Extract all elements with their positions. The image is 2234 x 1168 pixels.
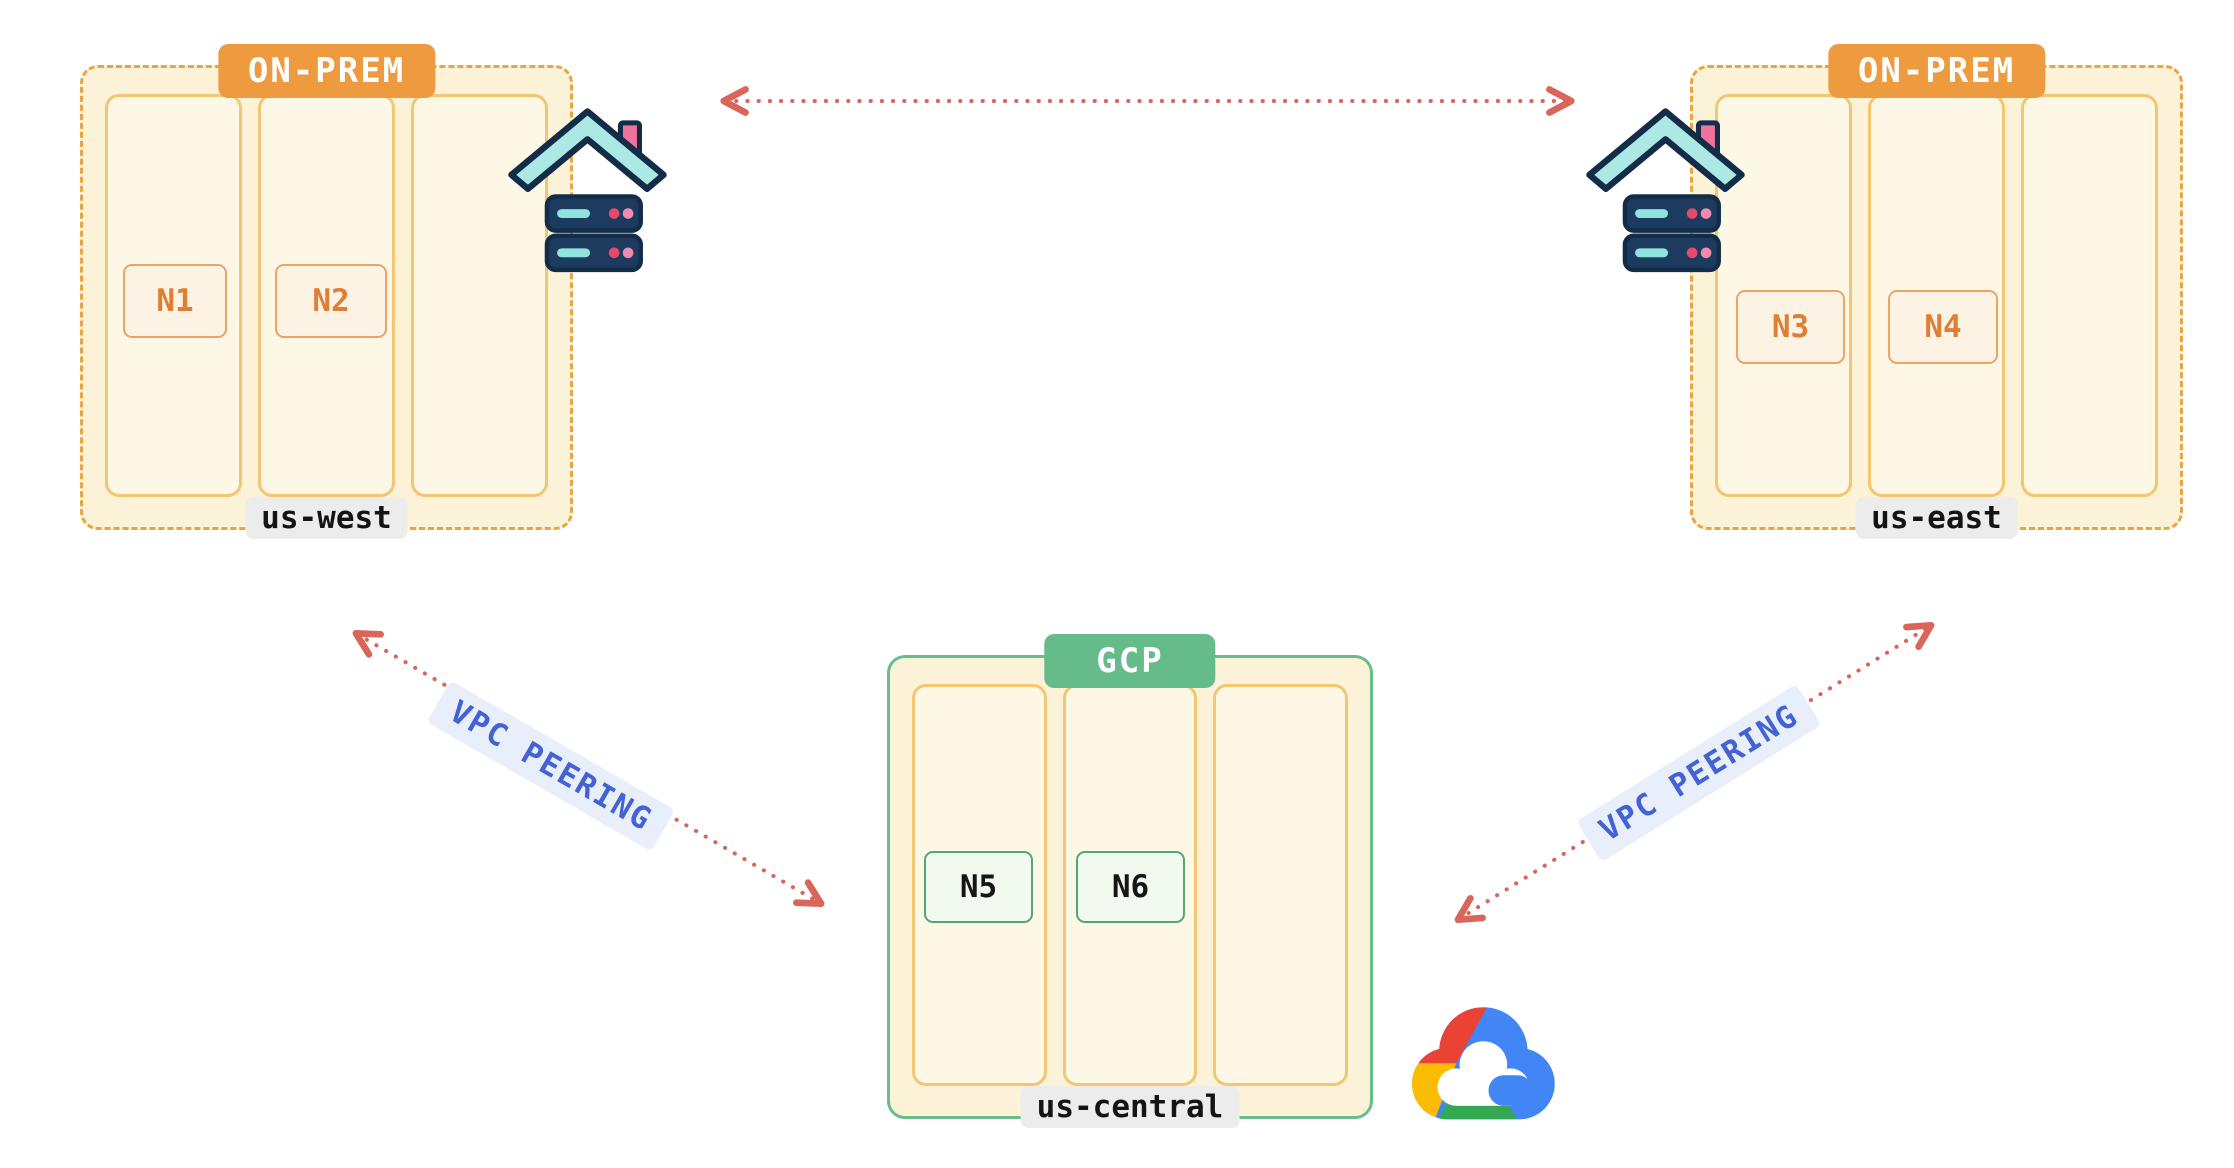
rack-column	[2021, 94, 2158, 497]
vpc-peering-label-west: VPC PEERING	[426, 680, 676, 852]
cluster-us-central: GCP N5 N6 us-central	[887, 634, 1373, 1128]
provider-label-east: ON-PREM	[1827, 44, 2046, 98]
provider-label-gcp: GCP	[1044, 634, 1216, 688]
node-n1: N1	[123, 264, 227, 338]
vpc-peering-label-east: VPC PEERING	[1576, 683, 1822, 863]
region-label-us-west: us-west	[245, 497, 408, 539]
node-n4: N4	[1888, 290, 1998, 364]
node-n5: N5	[924, 851, 1033, 923]
region-label-us-east: us-east	[1855, 497, 2018, 539]
gcp-cloud-icon	[1395, 990, 1565, 1140]
onprem-datacenter-icon	[1583, 95, 1748, 275]
region-label-us-central: us-central	[1020, 1086, 1240, 1128]
node-n3: N3	[1736, 290, 1845, 364]
node-n6: N6	[1076, 851, 1185, 923]
node-n2: N2	[275, 264, 387, 338]
provider-label-west: ON-PREM	[217, 44, 436, 98]
rack-column	[1213, 684, 1349, 1086]
cluster-us-west: ON-PREM N1 N2 us-west	[80, 44, 573, 539]
cluster-us-east: ON-PREM N3 N4 us-east	[1690, 44, 2183, 539]
onprem-datacenter-icon	[505, 95, 670, 275]
